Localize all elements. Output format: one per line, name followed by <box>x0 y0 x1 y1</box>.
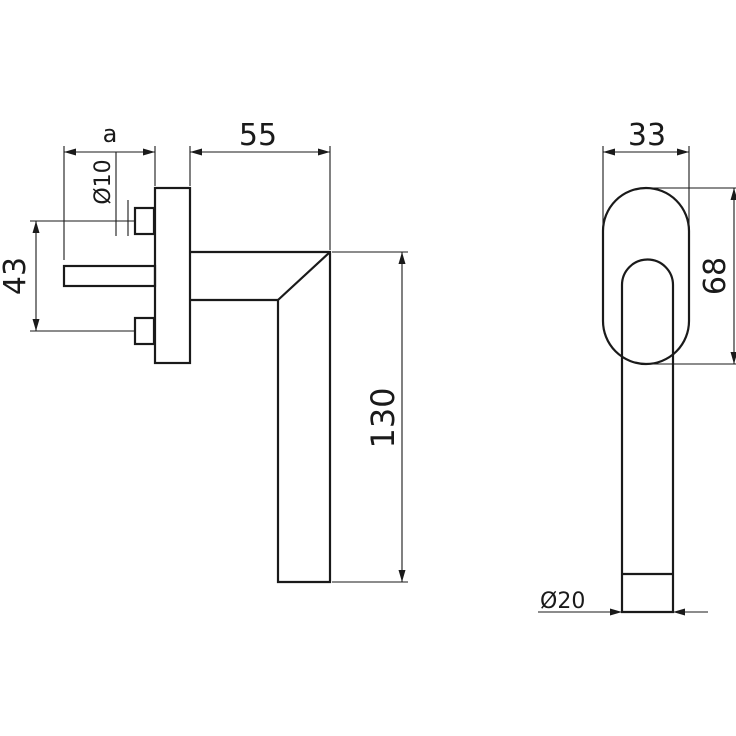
side-view <box>62 186 332 584</box>
dimension-a-label: a <box>103 120 118 148</box>
rose-plate <box>153 186 192 365</box>
front-grip <box>620 258 675 614</box>
dimension-grip-diameter-label: Ø20 <box>540 589 585 614</box>
dimension-spindle-diameter: Ø10 <box>91 152 134 236</box>
dimension-spindle-diameter-label: Ø10 <box>91 159 116 204</box>
lower-screw <box>133 316 156 346</box>
dimension-33-label: 33 <box>628 118 666 153</box>
dimension-a: a <box>63 120 156 260</box>
dimension-43: 43 <box>0 220 134 332</box>
dimension-grip-diameter: Ø20 <box>538 589 708 616</box>
dimension-55-label: 55 <box>239 118 277 153</box>
upper-screw <box>133 206 156 236</box>
dimension-33: 33 <box>602 118 690 228</box>
spindle <box>62 264 157 288</box>
front-view <box>601 186 691 614</box>
dimension-68: 68 <box>650 187 736 365</box>
handle-lever <box>190 250 332 584</box>
dimension-130-label: 130 <box>364 387 402 448</box>
dimension-68-label: 68 <box>698 257 733 295</box>
dimension-130: 130 <box>332 251 408 583</box>
dimension-43-label: 43 <box>0 257 33 295</box>
handle-mitre-line <box>277 251 331 301</box>
front-rose <box>601 186 691 366</box>
dimension-55: 55 <box>189 118 331 250</box>
